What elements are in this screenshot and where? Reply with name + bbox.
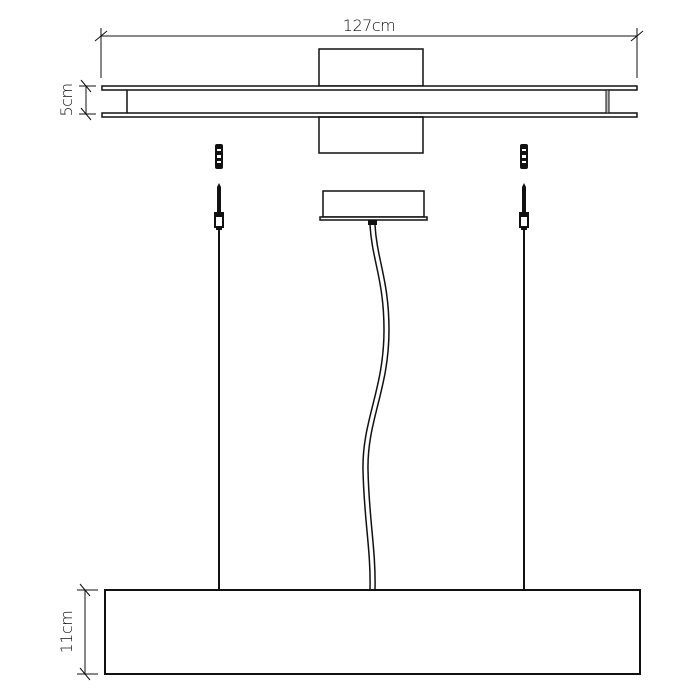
canopy-height-dimension: 5cm (57, 79, 96, 121)
width-label: 127cm (343, 16, 395, 35)
lamp-height-label: 11cm (57, 611, 76, 654)
left-wall-plug (215, 144, 223, 169)
ceiling-canopy (101, 48, 638, 154)
left-screw (214, 183, 224, 230)
power-cable (362, 224, 390, 591)
cable-cap (319, 190, 428, 225)
right-screw (519, 183, 529, 230)
width-dimension: 127cm (94, 16, 644, 78)
lamp-body (104, 589, 641, 675)
right-wall-plug (520, 144, 528, 169)
lamp-height-dimension: 11cm (57, 583, 98, 681)
canopy-height-label: 5cm (57, 83, 76, 116)
